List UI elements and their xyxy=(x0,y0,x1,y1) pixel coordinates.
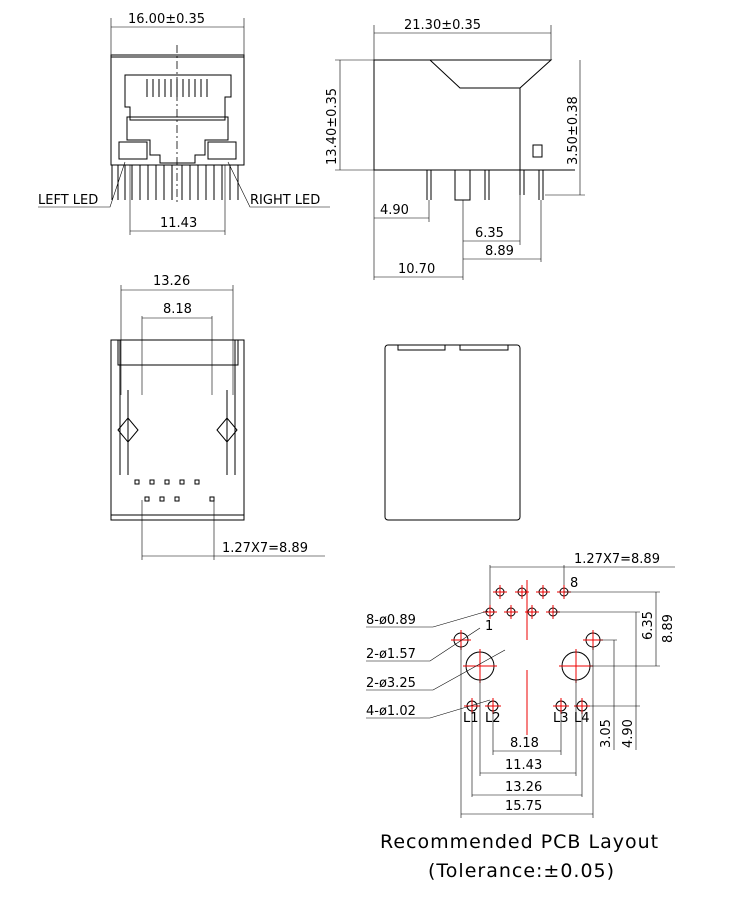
led-hole xyxy=(574,698,590,714)
holes-signal-label: 8-ø0.89 xyxy=(366,613,416,628)
hdim-1575: 15.75 xyxy=(505,799,542,814)
side-dim-b: 6.35 xyxy=(475,226,504,241)
bottom-outer-dim: 13.26 xyxy=(153,274,190,289)
bottom-inner-dim: 8.18 xyxy=(163,302,192,317)
back-view xyxy=(384,344,521,521)
led-hole xyxy=(485,698,501,714)
side-standoff-dim: 3.50±0.38 xyxy=(566,96,581,165)
side-view: 21.30±0.35 13.40±0.35 3.50±0.38 4.90 6.3… xyxy=(325,18,585,280)
mount-hole-large xyxy=(463,649,497,683)
hdim-1326: 13.26 xyxy=(505,780,542,795)
bottom-pitch-dim: 1.27X7=8.89 xyxy=(222,541,308,556)
right-led-label: RIGHT LED xyxy=(250,193,320,208)
holes-157-label: 2-ø1.57 xyxy=(366,647,416,662)
vdim-490: 4.90 xyxy=(621,719,636,748)
front-pitch-dim: 11.43 xyxy=(160,216,197,231)
pcb-tolerance: (Tolerance:±0.05) xyxy=(428,860,615,882)
signal-hole xyxy=(504,605,518,619)
bottom-view: 13.26 8.18 1.27X7=8.89 xyxy=(110,274,325,560)
side-dim-d: 10.70 xyxy=(398,262,435,277)
hdim-818: 8.18 xyxy=(510,736,539,751)
mount-hole-small xyxy=(451,630,471,650)
pcb-layout: 1.27X7=8.89 8 1 6.35 8.89 3.05 4.90 8-ø0… xyxy=(366,552,676,882)
holes-325-label: 2-ø3.25 xyxy=(366,676,416,691)
left-led-label: LEFT LED xyxy=(38,193,98,208)
vdim-305: 3.05 xyxy=(599,719,614,748)
led-label-l1: L1 xyxy=(463,711,479,726)
led-hole xyxy=(553,698,569,714)
holes-led-label: 4-ø1.02 xyxy=(366,704,416,719)
side-length-dim: 21.30±0.35 xyxy=(404,18,481,33)
signal-hole xyxy=(525,605,539,619)
signal-hole xyxy=(493,585,507,599)
vdim-635: 6.35 xyxy=(641,611,656,640)
mount-hole-large xyxy=(559,649,593,683)
hdim-1143: 11.43 xyxy=(505,758,542,773)
vdim-889: 8.89 xyxy=(661,614,676,643)
led-hole xyxy=(464,698,480,714)
front-width-dim: 16.00±0.35 xyxy=(128,12,205,27)
front-view: 16.00±0.35 11.43 LEFT LED RIGHT LED xyxy=(38,12,330,235)
signal-hole xyxy=(515,585,529,599)
pin1-label: 1 xyxy=(485,619,493,634)
pin8-label: 8 xyxy=(570,576,578,591)
pcb-title: Recommended PCB Layout xyxy=(380,831,659,853)
pcb-pitch-dim: 1.27X7=8.89 xyxy=(574,552,660,567)
side-dim-c: 8.89 xyxy=(485,244,514,259)
side-height-dim: 13.40±0.35 xyxy=(325,88,340,165)
side-dim-a: 4.90 xyxy=(380,203,409,218)
signal-hole xyxy=(536,585,550,599)
